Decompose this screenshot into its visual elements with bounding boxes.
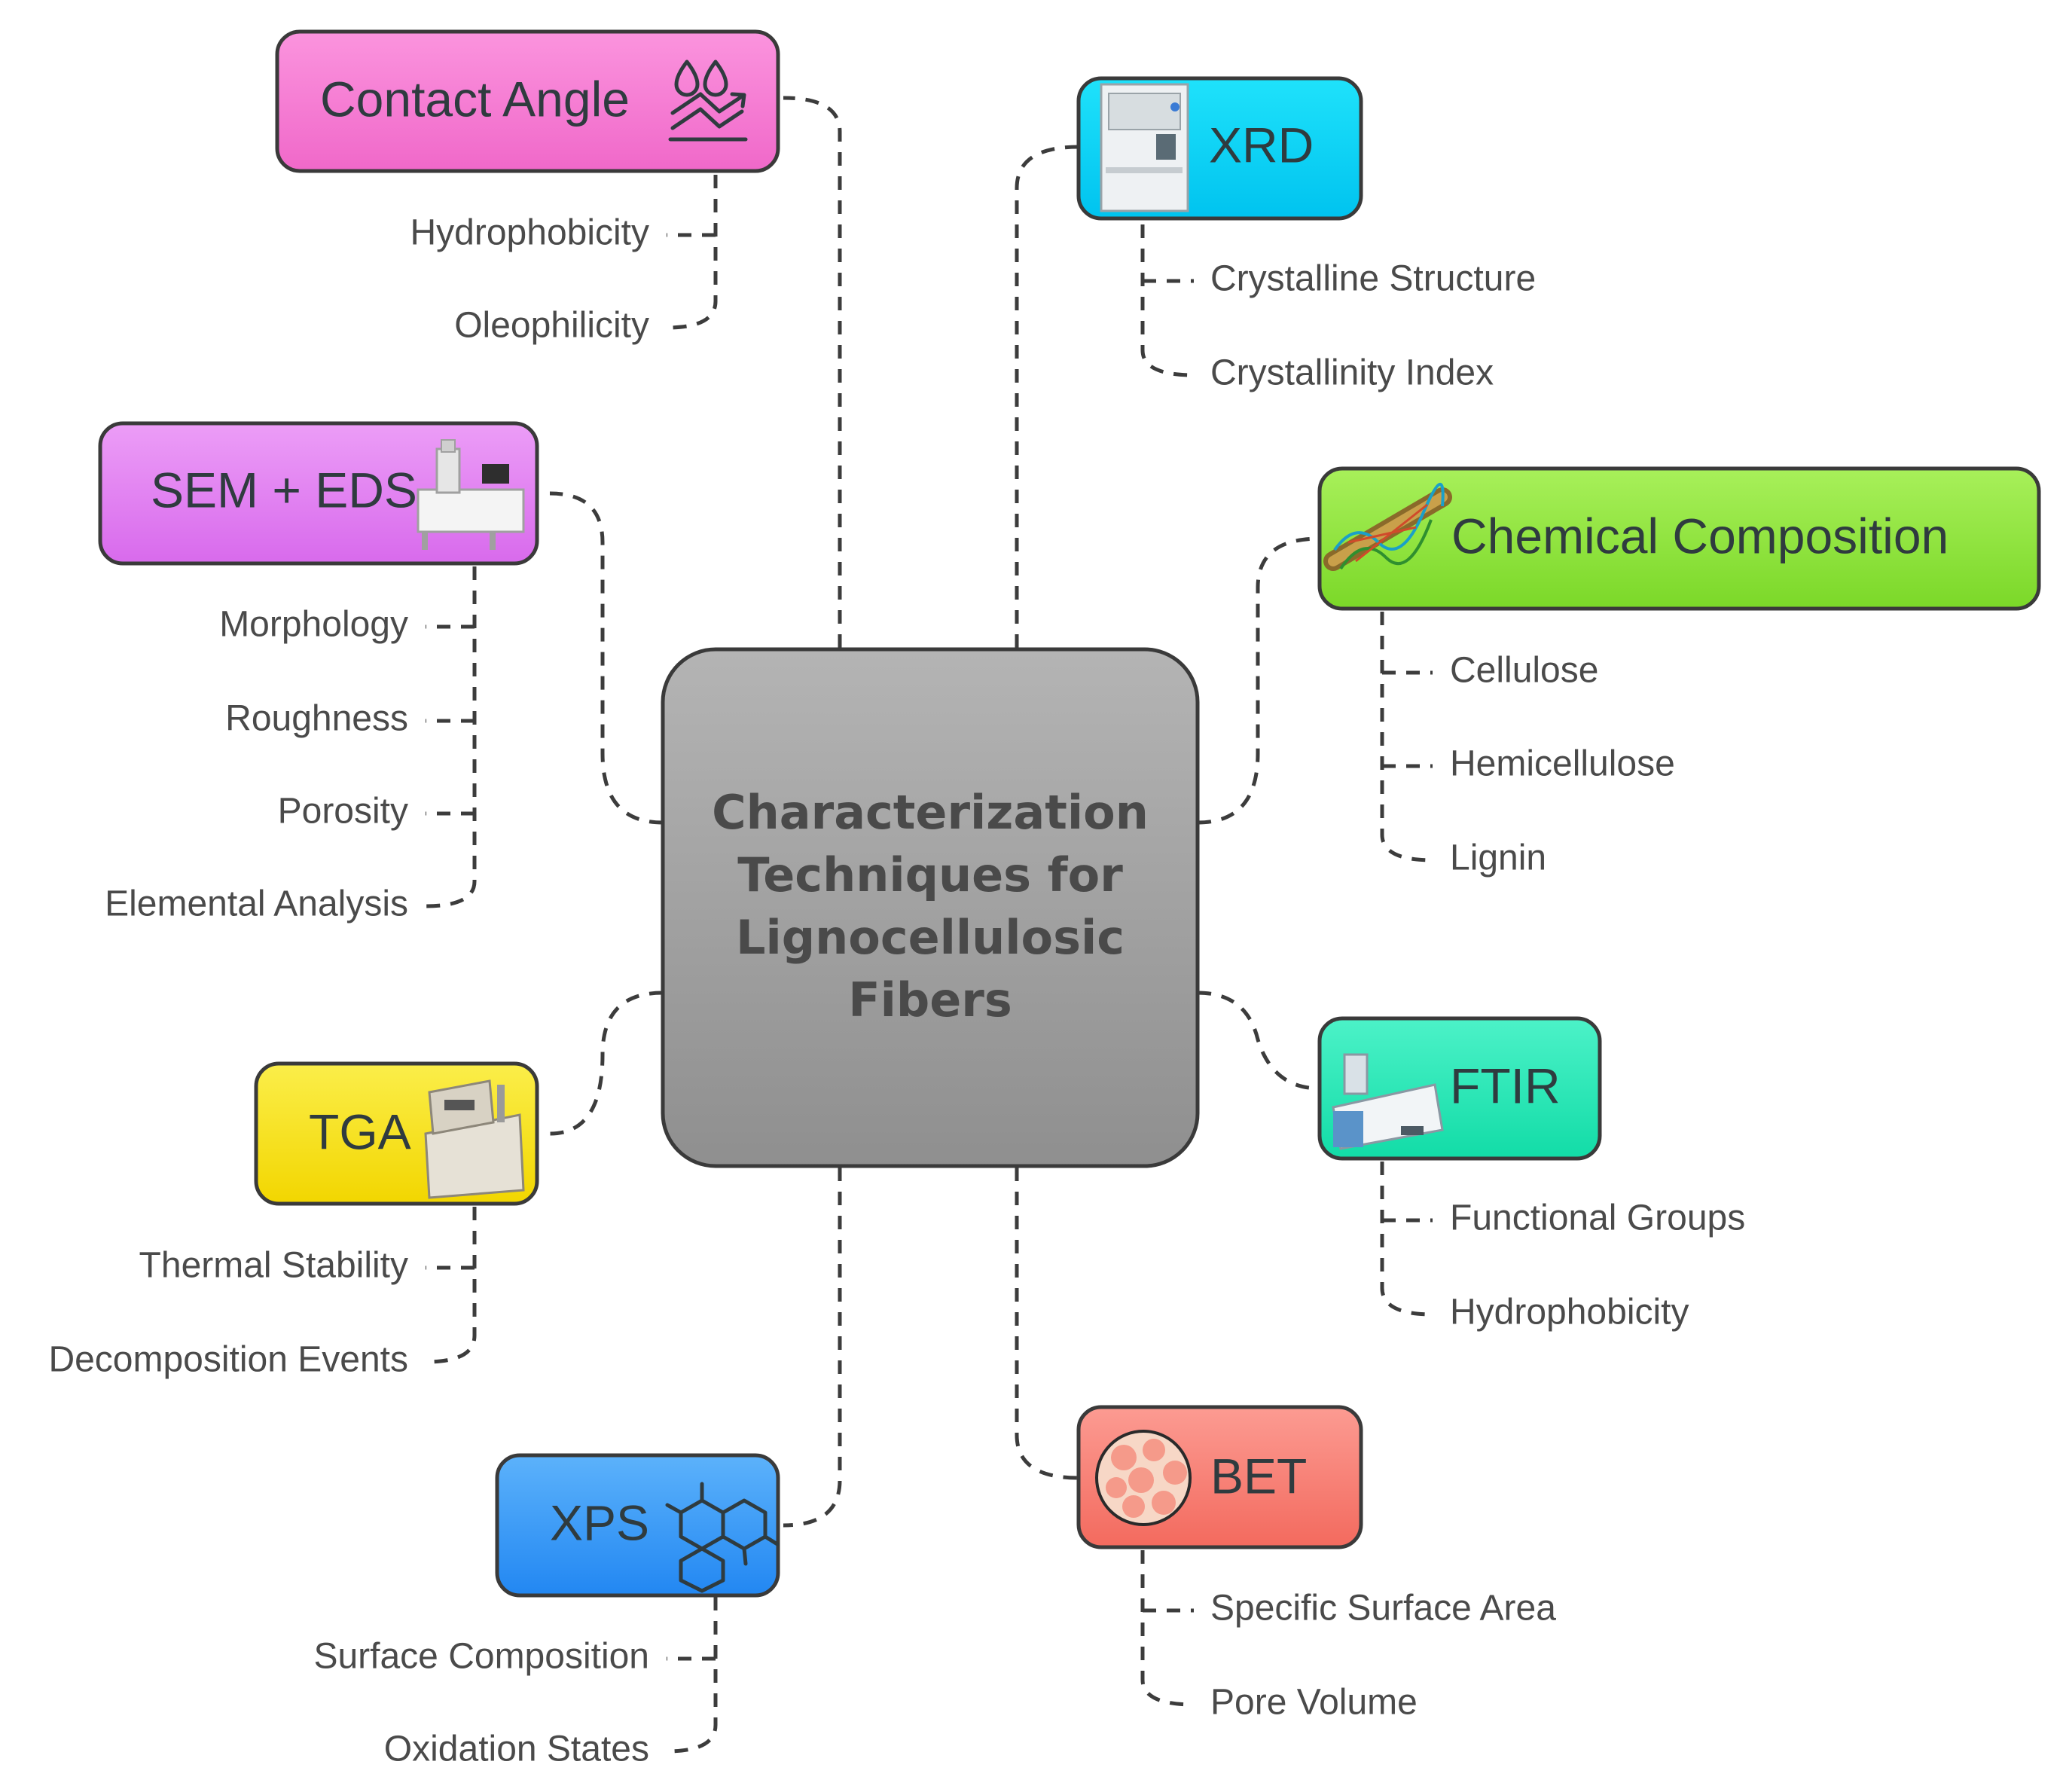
center-title-line-3: Lignocellulosic [736,910,1125,965]
bracket-xps [666,1597,718,1754]
bracket-chemical-composition [1380,612,1433,862]
center-title-line-2: Techniques for [737,847,1123,902]
ftir-attr-2: Hydrophobicity [1450,1293,1689,1333]
pores-icon [1095,1430,1192,1526]
connector-xps [783,1168,842,1528]
bet-attr-1: Specific Surface Area [1210,1589,1556,1629]
node-ftir: FTIR [1317,1016,1602,1161]
connector-contact-angle [783,96,842,648]
node-sem-eds: SEM + EDS [98,421,539,566]
xrd-attr-1: Crystalline Structure [1210,259,1536,299]
bracket-contact-angle [666,175,718,330]
connector-ftir [1197,991,1320,1091]
connector-tga [549,991,664,1136]
bracket-ftir [1380,1162,1433,1317]
chemical-composition-attr-2: Hemicellulose [1450,744,1675,784]
water-drops-icon [668,60,748,142]
node-xrd: XRD [1076,76,1363,221]
xrd-attr-2: Crystallinity Index [1210,353,1494,393]
xps-label: XPS [550,1494,649,1550]
connector-bet [1015,1168,1079,1480]
xrd-label: XRD [1209,117,1314,172]
bet-attr-2: Pore Volume [1210,1683,1418,1723]
molecule-icon [665,1482,780,1593]
center-connectors [549,96,1320,1528]
ftir-instrument-icon [1332,1053,1444,1150]
chemical-composition-attr-1: Cellulose [1450,651,1598,691]
connector-sem-eds [549,491,664,825]
node-bet: BET [1076,1405,1363,1549]
xrd-instrument-icon [1100,83,1189,212]
microscope-icon [417,439,525,550]
contact-angle-attr-1: Hydrophobicity [410,213,649,253]
center-node: Characterization Techniques for Lignocel… [661,647,1200,1168]
sem-eds-label: SEM + EDS [151,462,417,517]
node-contact-angle: Contact Angle [275,29,780,173]
node-xps: XPS [495,1453,780,1598]
tga-instrument-icon [424,1079,525,1199]
sem-eds-attr-2: Roughness [225,699,408,739]
center-title-line-1: Characterization [712,785,1149,840]
attribute-brackets [425,175,1433,1754]
contact-angle-label: Contact Angle [320,71,630,127]
center-title-line-4: Fibers [848,972,1012,1027]
node-chemical-composition: Chemical Composition [1317,466,2041,611]
tga-attr-1: Thermal Stability [139,1246,408,1286]
chemical-composition-label: Chemical Composition [1451,508,1949,563]
fiber-icon [1323,482,1452,571]
bet-label: BET [1210,1448,1307,1504]
bracket-sem-eds [425,566,477,908]
xps-attr-2: Oxidation States [384,1729,649,1769]
bracket-tga [425,1207,477,1364]
connector-xrd [1015,145,1079,648]
tga-attr-2: Decomposition Events [48,1340,408,1380]
sem-eds-attr-1: Morphology [219,605,408,645]
chemical-composition-attr-3: Lignin [1450,838,1546,878]
ftir-label: FTIR [1450,1058,1561,1113]
tga-label: TGA [309,1104,411,1159]
ftir-attr-1: Functional Groups [1450,1198,1745,1238]
contact-angle-attr-2: Oleophilicity [454,306,649,346]
bracket-xrd [1140,224,1195,377]
sem-eds-attr-4: Elemental Analysis [105,884,408,924]
xps-attr-1: Surface Composition [313,1637,649,1677]
connector-chemical-composition [1197,536,1320,825]
sem-eds-attr-3: Porosity [278,792,408,832]
bracket-bet [1140,1550,1195,1707]
node-tga: TGA [254,1061,539,1206]
